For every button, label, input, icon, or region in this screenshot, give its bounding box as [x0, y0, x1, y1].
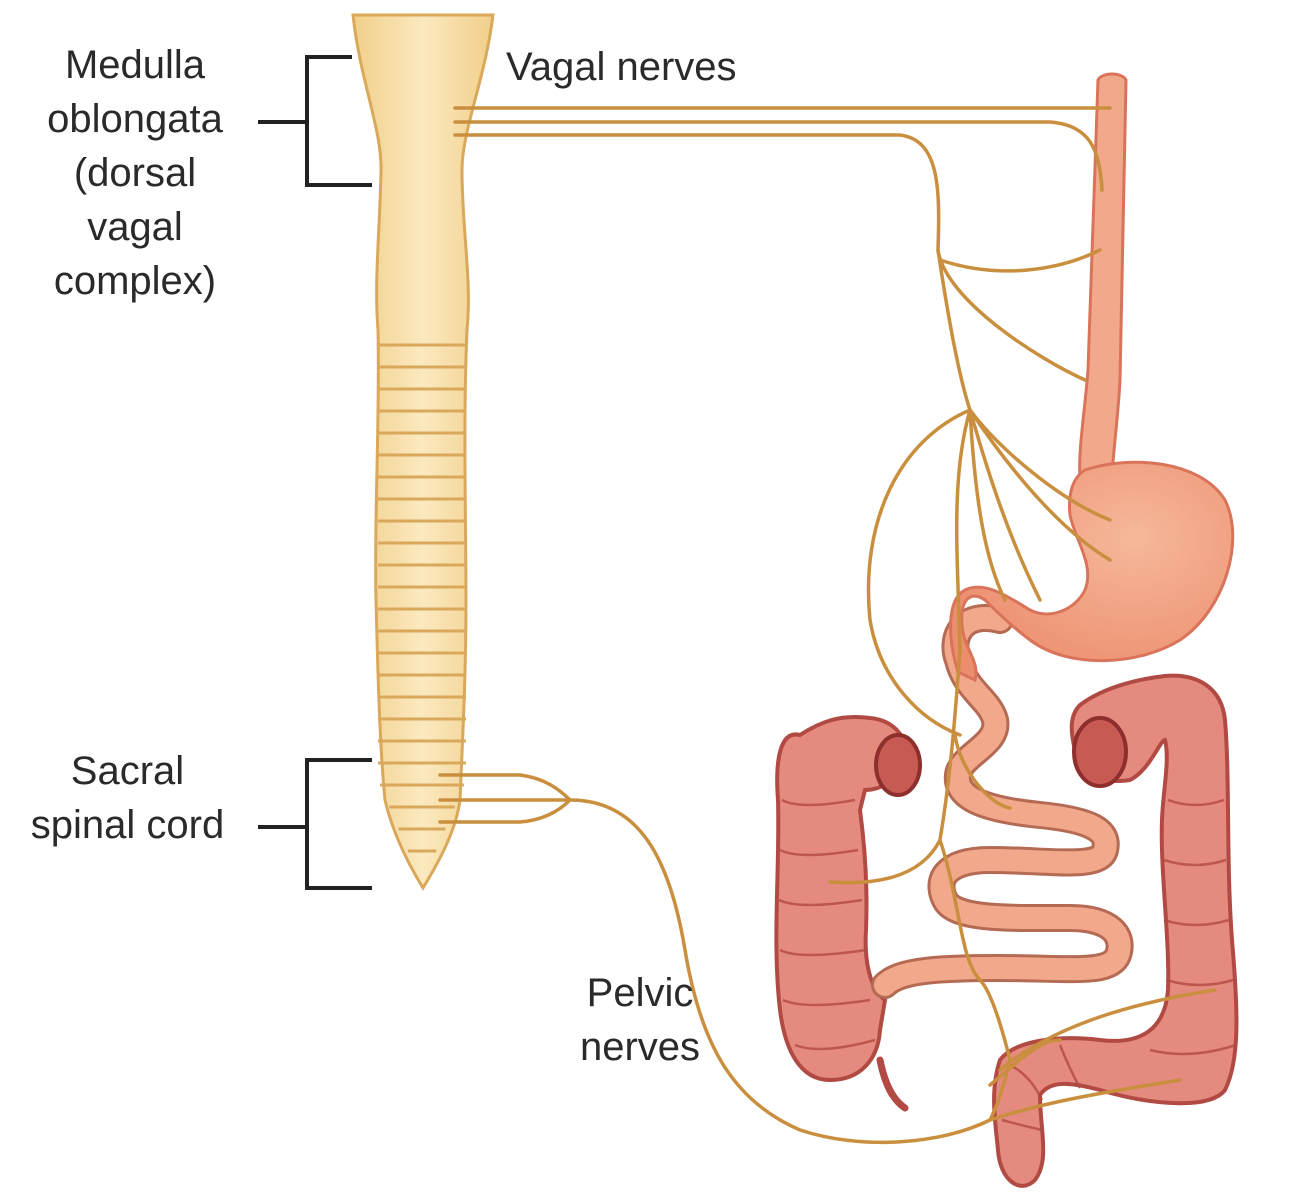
medulla-line-3: (dorsal — [20, 146, 250, 200]
medulla-line-2: oblongata — [20, 92, 250, 146]
medulla-line-1: Medulla — [20, 38, 250, 92]
sacral-line-1: Sacral — [5, 744, 250, 798]
spinal-cord — [353, 15, 493, 888]
pelvic-nerves-label: Pelvic nerves — [560, 966, 720, 1074]
sacral-spinal-cord-label: Sacral spinal cord — [5, 744, 250, 852]
vagal-nerves-text: Vagal nerves — [506, 40, 737, 94]
small-intestine — [885, 618, 1120, 985]
medulla-bracket — [258, 57, 372, 185]
vagal-nerves-label: Vagal nerves — [506, 40, 737, 94]
medulla-line-5: complex) — [20, 254, 250, 308]
colon-opening-right — [1074, 718, 1126, 786]
sacral-line-2: spinal cord — [5, 798, 250, 852]
colon-opening-left — [876, 735, 920, 795]
medulla-oblongata-label: Medulla oblongata (dorsal vagal complex) — [20, 38, 250, 308]
medulla-line-4: vagal — [20, 200, 250, 254]
sacral-bracket — [258, 760, 372, 888]
esophagus-stomach — [951, 74, 1233, 680]
pelvic-line-2: nerves — [560, 1020, 720, 1074]
cord-body — [353, 15, 493, 888]
appendix — [880, 1060, 905, 1108]
pelvic-line-1: Pelvic — [560, 966, 720, 1020]
